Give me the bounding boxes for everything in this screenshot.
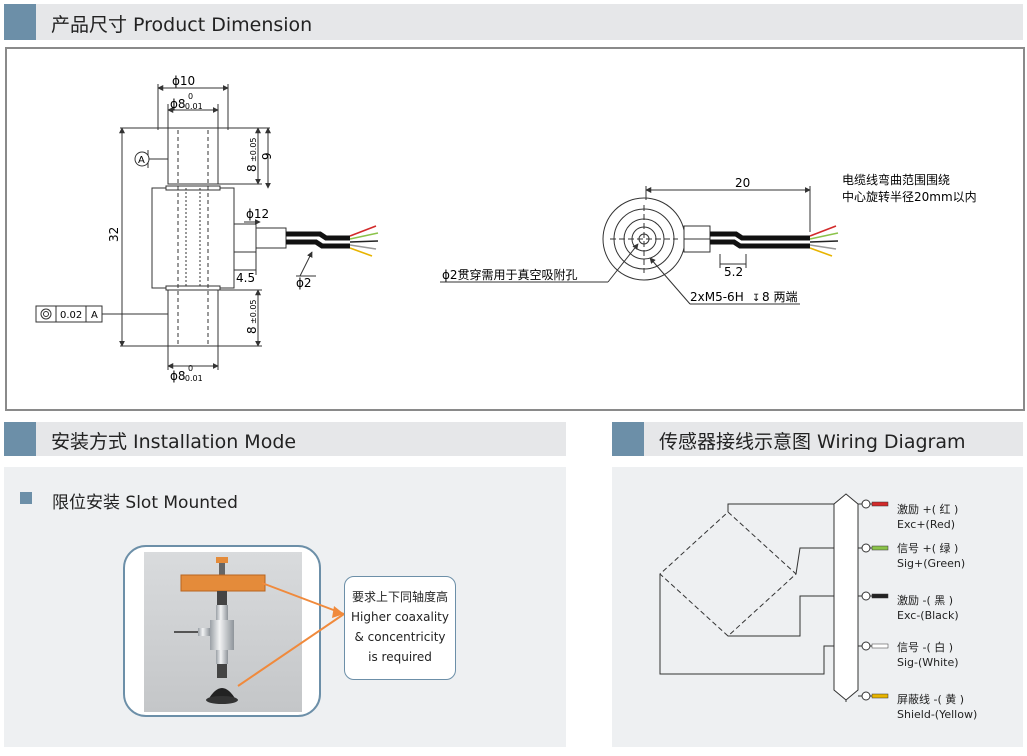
wiring-diagram-title: 传感器接线示意图 Wiring Diagram — [659, 431, 966, 453]
dim-d8-top-tol-upper: 0 — [188, 92, 193, 101]
wire-label-en-sig-minus: Sig-(White) — [897, 656, 959, 669]
note-line: & concentricity — [354, 630, 446, 644]
wire-label-en-exc-plus: Exc+(Red) — [897, 518, 956, 531]
product-dimension-title: 产品尺寸 Product Dimension — [51, 14, 313, 36]
dim-len8-bottom-tol: ±0.05 — [249, 299, 258, 324]
dim-d12: ϕ12 — [246, 207, 269, 221]
dim-len32: 32 — [107, 227, 121, 242]
dim-len8-bottom: 8 — [245, 326, 259, 334]
side-cable — [286, 225, 379, 257]
dim-d10: ϕ10 — [172, 74, 195, 88]
slot-mounted-title: 限位安装 Slot Mounted — [52, 493, 238, 513]
datum-a-label: A — [138, 155, 145, 166]
bottom-column — [167, 289, 219, 347]
wiring-diagram-header: 传感器接线示意图 Wiring Diagram — [612, 422, 1023, 456]
dimension-drawing: ϕ10 ϕ8 0 -0.01 8 ±0.05 9 32 ϕ12 4.5 ϕ2 A… — [35, 74, 977, 383]
depth-symbol-icon: ↧ — [752, 293, 760, 304]
top-view-cable — [710, 225, 839, 257]
dim-d8-bottom-tol-upper: 0 — [188, 364, 193, 373]
product-dimension-header: 产品尺寸 Product Dimension — [4, 4, 1023, 40]
wire-stub — [871, 501, 889, 507]
installation-mode-title: 安装方式 Installation Mode — [51, 431, 297, 453]
dim-len20: 20 — [735, 176, 750, 190]
wire-label-cn-exc-plus: 激励 +( 红 ) — [897, 503, 959, 516]
coax-tolerance-value: 0.02 — [60, 310, 82, 321]
wire-stub — [871, 593, 889, 599]
hole-note: ϕ2贯穿需用于真空吸附孔 — [442, 267, 578, 282]
dim-d2: ϕ2 — [296, 276, 312, 290]
wiring-panel — [612, 467, 1023, 747]
wire-label-en-exc-minus: Exc-(Black) — [897, 609, 959, 622]
wire-terminals — [858, 499, 889, 701]
header-accent-block — [4, 4, 36, 40]
bullet-icon — [20, 492, 32, 504]
header-accent-block — [612, 422, 644, 456]
wire-label-cn-exc-minus: 激励 -( 黑 ) — [897, 594, 954, 607]
coaxiality-requirement-note: 要求上下同轴度高 Higher coaxality & concentricit… — [344, 576, 456, 680]
dim-d8-bottom: ϕ8 — [170, 369, 186, 383]
coaxiality-frame — [35, 305, 168, 323]
top-column — [167, 127, 219, 185]
wire-label-cn-sig-plus: 信号 +( 绿 ) — [897, 542, 959, 555]
note-line: is required — [368, 650, 432, 664]
dim-len9: 9 — [260, 152, 274, 160]
wire-label-cn-sig-minus: 信号 -( 白 ) — [897, 641, 954, 654]
note-line: Higher coaxality — [351, 610, 449, 624]
top-view — [440, 186, 811, 305]
wire-stub — [871, 545, 889, 551]
wire-label-en-sig-plus: Sig+(Green) — [897, 557, 966, 570]
header-accent-block — [4, 422, 36, 456]
wire-label-en-shield: Shield-(Yellow) — [897, 708, 978, 721]
dim-len8-top-tol: ±0.05 — [249, 137, 258, 162]
wire-label-cn-shield: 屏蔽线 -( 黄 ) — [897, 693, 965, 706]
center-body — [151, 187, 235, 289]
cable-note-line2: 中心旋转半径20mm以内 — [842, 189, 977, 204]
datum-a-circle — [134, 151, 150, 167]
cable-note-line1: 电缆线弯曲范围围绕 — [842, 172, 950, 187]
dim-len5-2: 5.2 — [724, 265, 743, 279]
dim-len4-5: 4.5 — [236, 271, 255, 285]
coax-reference: A — [91, 310, 98, 321]
wire-stub — [871, 643, 889, 649]
dim-len8-top: 8 — [245, 164, 259, 172]
thread-note: 2xM5-6H — [690, 290, 744, 304]
installation-mode-header: 安装方式 Installation Mode — [4, 422, 566, 456]
side-view — [120, 84, 287, 370]
dim-d8-top-tol-lower: -0.01 — [182, 102, 203, 111]
note-line: 要求上下同轴度高 — [351, 590, 448, 604]
dim-d8-bottom-tol-lower: -0.01 — [182, 374, 203, 383]
thread-depth: 8 两端 — [762, 290, 797, 304]
wire-stub — [871, 693, 889, 699]
dim-d8-top: ϕ8 — [170, 97, 186, 111]
